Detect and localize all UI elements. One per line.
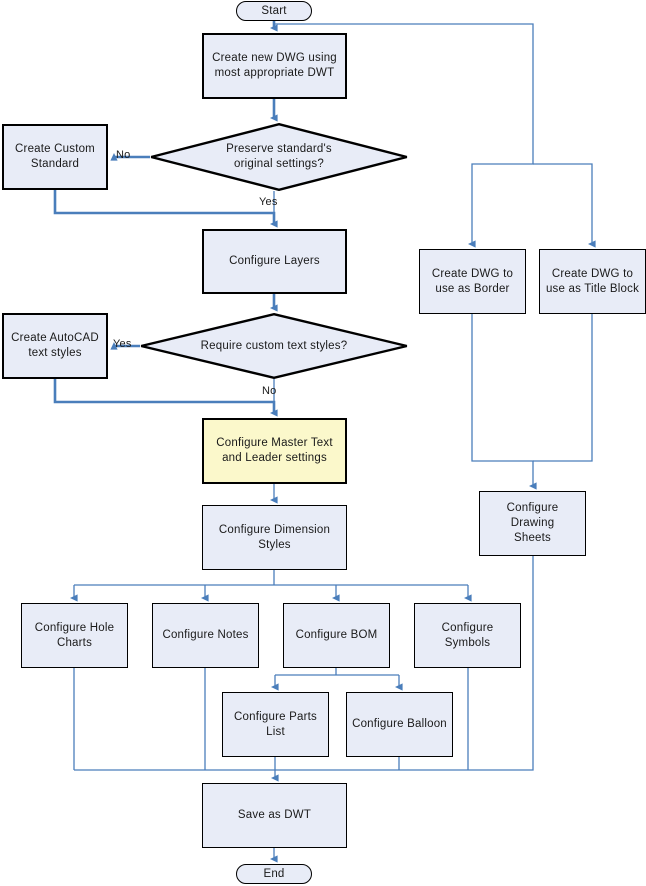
node-configure-notes[interactable]: Configure Notes [152, 603, 259, 668]
node-configure-layers-label: Configure Layers [229, 255, 320, 267]
node-require-text-styles-decision[interactable]: Require custom text styles? [140, 312, 408, 380]
node-start[interactable]: Start [236, 1, 312, 21]
node-configure-dimension-styles[interactable]: Configure Dimension Styles [202, 505, 347, 570]
node-configure-hole-charts-label: Configure Hole Charts [34, 621, 115, 649]
node-configure-drawing-sheets[interactable]: Configure Drawing Sheets [479, 491, 586, 556]
node-create-autocad-text-styles-label: Create AutoCAD text styles [11, 332, 99, 359]
node-configure-balloon[interactable]: Configure Balloon [346, 692, 453, 757]
edge-title-block-to-sheets [533, 314, 593, 462]
node-configure-master-text[interactable]: Configure Master Text and Leader setting… [202, 418, 347, 484]
node-preserve-standard-decision[interactable]: Preserve standard's original settings? [150, 122, 408, 192]
node-configure-layers[interactable]: Configure Layers [202, 229, 347, 294]
node-create-new-dwg[interactable]: Create new DWG using most appropriate DW… [202, 33, 347, 99]
node-configure-drawing-sheets-label: Configure Drawing Sheets [506, 502, 559, 544]
node-save-as-dwt[interactable]: Save as DWT [202, 783, 347, 848]
node-configure-hole-charts[interactable]: Configure Hole Charts [21, 603, 128, 668]
diamond-shape [140, 312, 408, 380]
node-configure-dimension-styles-label: Configure Dimension Styles [218, 523, 331, 551]
edge-label-preserve-no: No [116, 149, 131, 161]
node-configure-bom[interactable]: Configure BOM [283, 603, 390, 668]
diamond-shape [150, 122, 408, 192]
node-create-dwg-border[interactable]: Create DWG to use as Border [419, 249, 526, 314]
node-create-new-dwg-label: Create new DWG using most appropriate DW… [212, 52, 337, 79]
node-end[interactable]: End [236, 864, 312, 884]
node-end-label: End [263, 867, 285, 880]
node-configure-bom-label: Configure BOM [295, 629, 378, 641]
node-create-dwg-title-block-label: Create DWG to use as Title Block [545, 267, 640, 295]
edge-acad-styles-to-master-text [53, 379, 278, 417]
edge-label-text-styles-yes: Yes [113, 338, 132, 350]
node-configure-symbols-label: Configure Symbols [441, 621, 494, 649]
node-save-as-dwt-label: Save as DWT [237, 809, 312, 821]
node-configure-parts-list-label: Configure Parts List [234, 710, 317, 738]
node-configure-balloon-label: Configure Balloon [352, 718, 447, 730]
node-configure-master-text-label: Configure Master Text and Leader setting… [216, 437, 333, 464]
node-configure-notes-label: Configure Notes [162, 629, 249, 641]
edge-label-preserve-yes: Yes [259, 196, 278, 208]
node-configure-symbols[interactable]: Configure Symbols [414, 603, 521, 668]
node-require-text-styles-label: Require custom text styles? [200, 339, 348, 352]
node-create-dwg-title-block[interactable]: Create DWG to use as Title Block [539, 249, 646, 314]
edge-start-to-title-block [533, 163, 596, 248]
node-create-custom-standard[interactable]: Create Custom Standard [2, 124, 108, 190]
node-create-autocad-text-styles[interactable]: Create AutoCAD text styles [2, 313, 108, 379]
node-configure-parts-list[interactable]: Configure Parts List [222, 692, 329, 757]
edge-custom-standard-to-layers [53, 190, 278, 228]
node-create-dwg-border-label: Create DWG to use as Border [431, 267, 514, 295]
node-start-label: Start [261, 4, 287, 17]
node-create-custom-standard-label: Create Custom Standard [15, 143, 95, 170]
node-preserve-standard-label: Preserve standard's original settings? [226, 143, 332, 170]
edge-border-to-sheets [471, 314, 537, 490]
edge-label-text-styles-no: No [262, 385, 277, 397]
